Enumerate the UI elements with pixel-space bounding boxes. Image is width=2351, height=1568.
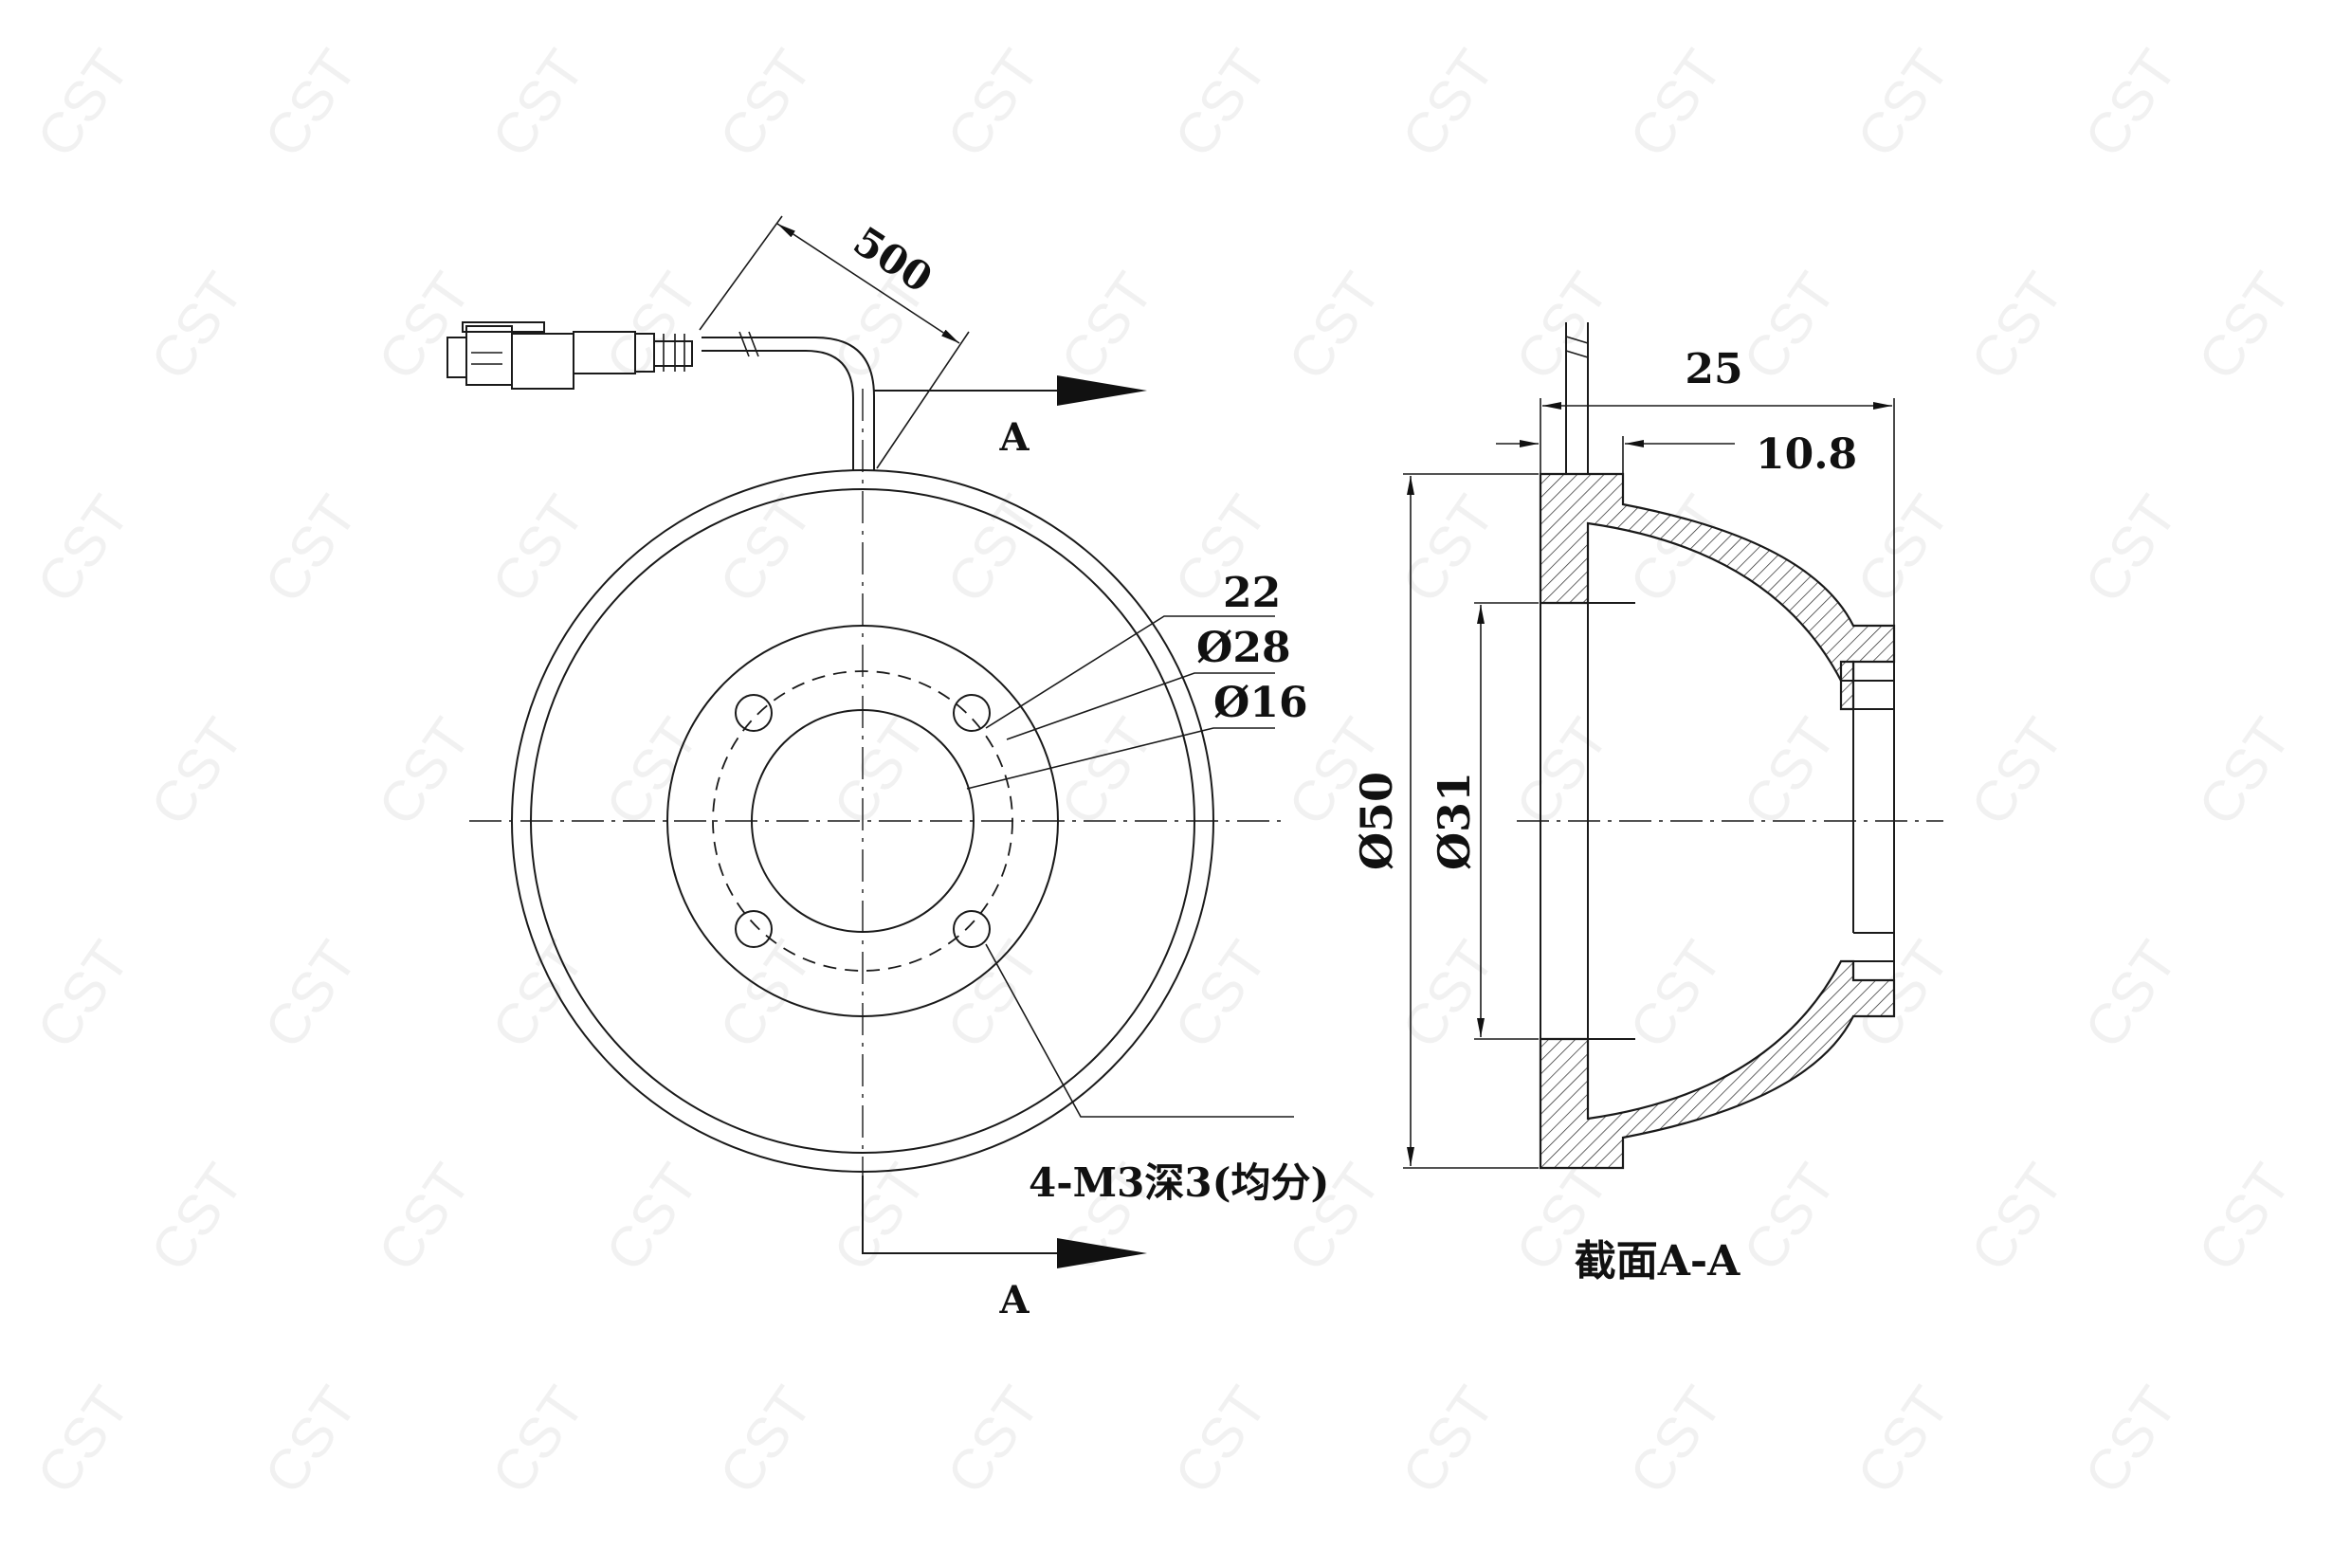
watermark-text: CST: [366, 262, 483, 392]
watermark-text: CST: [1959, 707, 2076, 837]
watermark-text: CST: [935, 484, 1052, 614]
watermark-text: CST: [252, 484, 370, 614]
watermark-text: CST: [1162, 930, 1280, 1060]
watermark-text: CST: [2186, 707, 2304, 837]
section-mark-top: A: [998, 415, 1030, 460]
section-view: 25 10.8 Ø50 Ø31 截面A-A: [1351, 322, 1943, 1285]
dim-16-label: Ø16: [1213, 679, 1308, 727]
watermark-text: CST: [1959, 1153, 2076, 1283]
section-body-top-ring: [1839, 660, 1855, 711]
watermark-text: CST: [707, 1376, 825, 1505]
watermark-text: CST: [1390, 1376, 1507, 1505]
watermark-text: CST: [25, 39, 142, 169]
watermark-text: CST: [480, 1376, 597, 1505]
watermark-text: CST: [25, 930, 142, 1060]
section-mark-bottom: A: [998, 1278, 1030, 1322]
watermark-text: CST: [1048, 262, 1166, 392]
watermark-text: CST: [1390, 930, 1507, 1060]
watermark-text: CST: [1048, 707, 1166, 837]
watermark-text: CST: [593, 707, 711, 837]
mount-hole-tr: [953, 694, 991, 732]
section-body-top: [1539, 472, 1896, 683]
section-line-bottom: [862, 1176, 1062, 1254]
watermark-text: CST: [2186, 1153, 2304, 1283]
watermark-text: CST: [138, 707, 256, 837]
section-cable: [1565, 322, 1589, 474]
watermark-text: CST: [1162, 39, 1280, 169]
watermark-text: CST: [1845, 484, 1962, 614]
watermark-text: CST: [1617, 39, 1735, 169]
watermark-text: CST: [2072, 930, 2190, 1060]
section-title: 截面A-A: [1575, 1237, 1740, 1285]
watermark-text: CST: [1617, 1376, 1735, 1505]
watermark-text: CST: [707, 930, 825, 1060]
section-body-bottom: [1539, 959, 1896, 1170]
watermark-text: CST: [138, 1153, 256, 1283]
watermark-text: CST: [252, 39, 370, 169]
section-arrow-bottom: [1057, 1238, 1147, 1268]
watermark-text: CST: [1276, 262, 1394, 392]
dim-50-label: Ø50: [1351, 772, 1402, 870]
watermark-text: CST: [252, 1376, 370, 1505]
leader-28: [1006, 672, 1275, 740]
watermark-text: CST: [1845, 39, 1962, 169]
watermark-text: CST: [1731, 262, 1849, 392]
watermark-text: CST: [480, 484, 597, 614]
watermark-text: CST: [2186, 262, 2304, 392]
hole-note: 4-M3深3(均分): [1029, 1159, 1329, 1206]
dim-108-label: 10.8: [1756, 430, 1857, 479]
watermark-text: CST: [1504, 707, 1621, 837]
dim-22-label: 22: [1223, 569, 1281, 617]
watermark-text: CST: [1845, 1376, 1962, 1505]
watermark-text: CST: [1390, 39, 1507, 169]
cable-break-2: [738, 331, 750, 357]
mount-hole-tl: [735, 694, 773, 732]
dim-500-ext-1: [699, 215, 783, 331]
watermark-text: CST: [1390, 484, 1507, 614]
watermark-text: CST: [252, 930, 370, 1060]
mount-hole-bl: [735, 910, 773, 948]
watermark-text: CST: [25, 1376, 142, 1505]
leader-holes: [985, 943, 1294, 1118]
watermark-text: CST: [366, 707, 483, 837]
watermark-text: CST: [138, 262, 256, 392]
watermark-text: CST: [2072, 484, 2190, 614]
watermark-text: CST: [2072, 1376, 2190, 1505]
cable-break: [748, 331, 759, 357]
watermark-text: CST: [707, 39, 825, 169]
section-cable-break-2: [1565, 350, 1589, 358]
section-arrow-top: [1057, 375, 1147, 406]
mount-hole-br: [953, 910, 991, 948]
dim-500-ext-2: [876, 331, 970, 469]
leader-16: [966, 727, 1275, 790]
leader-22: [985, 615, 1275, 729]
watermark-layer: CST CST CST CST CST CST CST CST CST CST CST CST CST C…: [25, 39, 2304, 1505]
watermark-text: CST: [1731, 1153, 1849, 1283]
dim-28-label: Ø28: [1196, 624, 1291, 672]
watermark-text: CST: [2072, 39, 2190, 169]
connector: [447, 321, 693, 390]
dim-500-line: [776, 223, 960, 344]
watermark-text: CST: [480, 39, 597, 169]
watermark-text: CST: [935, 39, 1052, 169]
watermark-text: CST: [1162, 1376, 1280, 1505]
watermark-text: CST: [1504, 262, 1621, 392]
watermark-text: CST: [25, 484, 142, 614]
section-cable-break: [1565, 336, 1589, 344]
watermark-text: CST: [1959, 262, 2076, 392]
dim-25-label: 25: [1685, 345, 1742, 393]
front-view: 500 A A 22 Ø28 Ø16 4-M3深3(均分): [447, 215, 1329, 1322]
watermark-text: CST: [935, 1376, 1052, 1505]
dim-31-label: Ø31: [1429, 772, 1480, 870]
watermark-text: CST: [593, 1153, 711, 1283]
watermark-text: CST: [1731, 707, 1849, 837]
watermark-text: CST: [366, 1153, 483, 1283]
